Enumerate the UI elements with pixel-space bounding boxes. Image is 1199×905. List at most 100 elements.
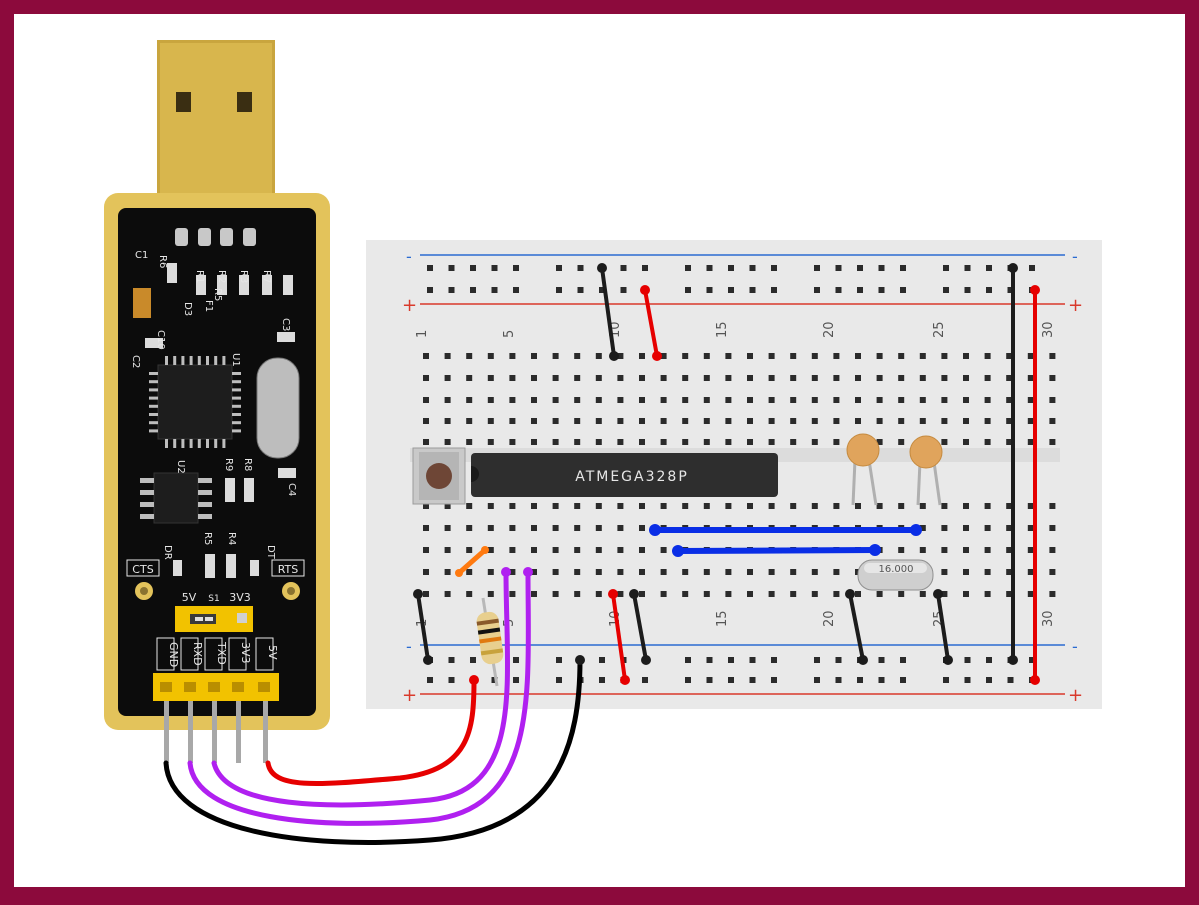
col-num-bottom-5: 5 [502, 619, 517, 627]
breadboard-hole [984, 569, 991, 575]
ceramic-capacitor-1 [846, 433, 880, 506]
ic-pin [149, 404, 158, 408]
breadboard-hole [531, 375, 537, 381]
breadboard-hole [725, 503, 732, 509]
breadboard-hole [984, 591, 991, 597]
breadboard-hole [986, 265, 992, 271]
breadboard-hole [811, 353, 818, 359]
breadboard-hole [682, 591, 689, 597]
breadboard-hole [423, 353, 429, 359]
breadboard-hole [595, 397, 602, 403]
breadboard-hole [639, 397, 645, 403]
breadboard-hole [423, 503, 429, 509]
breadboard-hole [790, 569, 797, 575]
silkscreen-label: C3 [280, 318, 291, 331]
wire-endpoints [413, 263, 1040, 685]
breadboard-hole [444, 353, 451, 359]
bottom-minus-right: - [1072, 637, 1078, 656]
breadboard-hole [660, 418, 667, 424]
breadboard-hole [466, 439, 473, 445]
breadboard-hole [639, 525, 645, 531]
breadboard-hole [577, 287, 584, 293]
silkscreen-label: R3 [238, 270, 249, 283]
breadboard-hole [574, 439, 581, 445]
cable-purple-rxd [187, 569, 531, 826]
silkscreen-label: DT [265, 545, 276, 560]
breadboard-hole [725, 418, 732, 424]
breadboard-hole [747, 375, 753, 381]
breadboard-hole [919, 525, 926, 531]
breadboard-hole [595, 525, 602, 531]
ic-pin [232, 372, 241, 375]
breadboard-hole [660, 439, 667, 445]
atmega-chip: ATMEGA328P [471, 453, 778, 497]
breadboard-hole [790, 503, 797, 509]
breadboard-hole [1049, 375, 1056, 381]
breadboard-hole [747, 591, 753, 597]
crystal-oscillator: 16.000 [857, 559, 934, 591]
breadboard-hole [941, 353, 948, 359]
breadboard-hole [487, 439, 494, 445]
breadboard-hole [768, 397, 775, 403]
breadboard-hole [1029, 265, 1035, 271]
breadboard-hole [876, 397, 883, 403]
breadboard-hole [513, 265, 519, 271]
breadboard-hole [790, 418, 797, 424]
breadboard-hole [986, 287, 992, 293]
breadboard-hole [552, 503, 559, 509]
breadboard-hole [470, 657, 476, 663]
breadboard-hole [423, 547, 429, 553]
breadboard-hole [811, 397, 818, 403]
silkscreen-label: R5 [202, 532, 213, 545]
breadboard-hole [682, 569, 689, 575]
breadboard-hole [556, 287, 562, 293]
col-num-top-5: 5 [502, 330, 517, 338]
bottom-plus-left: + [402, 685, 417, 706]
breadboard-hole [771, 287, 777, 293]
breadboard-hole [749, 677, 756, 683]
breadboard-hole [703, 397, 710, 403]
breadboard-hole [595, 418, 602, 424]
pin-label-rxd: RXD [191, 642, 204, 666]
breadboard-hole [509, 525, 516, 531]
col-num-top-15: 15 [715, 321, 730, 338]
breadboard-hole [427, 677, 433, 683]
breadboard-hole [595, 547, 602, 553]
breadboard-hole [941, 569, 948, 575]
breadboard-hole [552, 397, 559, 403]
usb-contacts [175, 228, 256, 246]
breadboard-hole [617, 591, 624, 597]
breadboard-hole [747, 503, 753, 509]
breadboard-hole [833, 503, 840, 509]
breadboard-hole [984, 397, 991, 403]
breadboard-hole [617, 397, 624, 403]
breadboard-hole [466, 503, 473, 509]
breadboard-hole [685, 657, 691, 663]
breadboard-hole [617, 503, 624, 509]
wire-red-top-vcc [643, 288, 659, 358]
breadboard-hole [660, 569, 667, 575]
breadboard-hole [1027, 375, 1034, 381]
breadboard-hole [703, 418, 710, 424]
breadboard-hole [552, 418, 559, 424]
breadboard-hole [531, 353, 537, 359]
ic-pin [149, 396, 158, 400]
breadboard-hole [855, 418, 861, 424]
breadboard-hole [531, 525, 537, 531]
breadboard-hole [620, 265, 627, 271]
ic-pin [206, 356, 209, 365]
breadboard-hole [574, 547, 581, 553]
breadboard-hole [768, 503, 775, 509]
breadboard-hole [1027, 439, 1034, 445]
breadboard-hole [833, 569, 840, 575]
breadboard-hole [898, 418, 905, 424]
breadboard-hole [466, 397, 473, 403]
rts-label: RTS [278, 563, 299, 576]
breadboard-hole [685, 287, 691, 293]
breadboard-hole [1049, 591, 1056, 597]
breadboard-hole [963, 591, 969, 597]
breadboard-hole [1006, 418, 1013, 424]
breadboard-hole [509, 375, 516, 381]
cable-red-5v [265, 677, 477, 786]
